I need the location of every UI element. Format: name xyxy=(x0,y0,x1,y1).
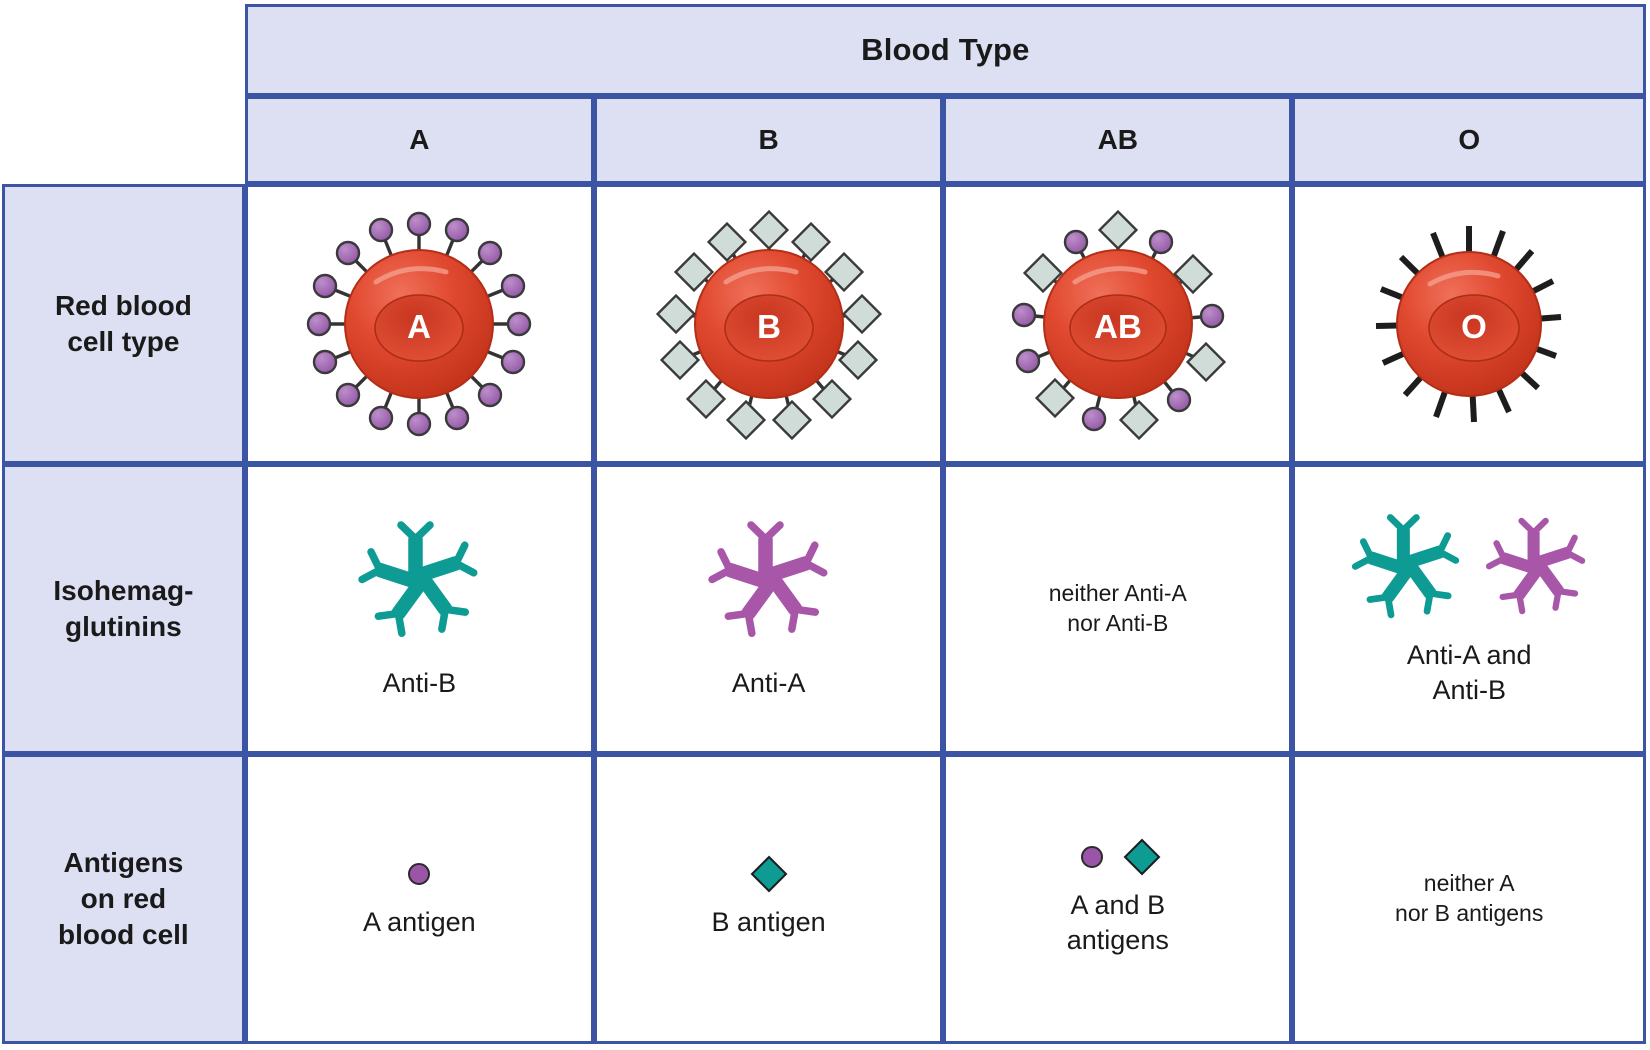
antigen-a-circle-icon xyxy=(408,863,431,886)
cell-antigens-o: neither A nor B antigens xyxy=(1292,754,1646,1044)
antibody-cluster-purple-icon xyxy=(707,521,828,637)
antigen-caption-line: antigens xyxy=(1066,925,1169,955)
antigen-caption: A and B antigens xyxy=(1067,888,1169,958)
cell-antigens-ab: A and B antigens xyxy=(943,754,1293,1044)
rbc-letter-label: O xyxy=(1461,308,1487,345)
column-header-o: O xyxy=(1292,96,1646,184)
antigen-caption-line: neither A xyxy=(1423,870,1515,897)
blood-type-table: Blood Type A B AB O xyxy=(2,4,1646,1044)
row-header-line-2: glutinins xyxy=(65,611,182,642)
antigen-caption: A antigen xyxy=(363,905,476,940)
table-row-isohemagglutinins: Isohemag- glutinins xyxy=(2,464,1646,754)
table-row-antigens: Antigens on red blood cell A antigen xyxy=(2,754,1646,1044)
antigen-a-heads xyxy=(307,211,532,437)
antigen-a-circle-icon xyxy=(1080,845,1103,868)
cell-rbc-type-ab: AB xyxy=(943,184,1293,464)
column-header-label: AB xyxy=(1097,124,1139,155)
antigen-b-heads xyxy=(655,209,882,441)
column-header-a: A xyxy=(244,96,594,184)
cell-rbc-type-o: O xyxy=(1292,184,1646,464)
top-header-cell: Blood Type xyxy=(244,4,1646,96)
antigen-caption-line: nor B antigens xyxy=(1395,900,1544,926)
column-header-b: B xyxy=(593,96,944,184)
cell-antigens-a: A antigen xyxy=(244,754,594,1044)
isohemagglutinin-caption-line: neither Anti-A xyxy=(1048,580,1187,607)
isohemagglutinin-caption: neither Anti-A nor Anti-B xyxy=(1049,579,1187,639)
row-header-line-2: on red xyxy=(80,883,167,915)
cell-isohemagglutinins-b: Anti-A xyxy=(593,464,944,754)
table-row-top-header: Blood Type xyxy=(2,4,1646,96)
cell-rbc-type-a: A xyxy=(244,184,594,464)
column-header-ab: AB xyxy=(943,96,1293,184)
corner-blank-cell-2 xyxy=(2,96,245,184)
antigen-caption-line: B antigen xyxy=(711,907,826,938)
cell-rbc-type-b: B xyxy=(593,184,944,464)
antibody-cluster-purple-icon xyxy=(1486,518,1586,615)
red-blood-cell-b-illustration: B xyxy=(655,209,882,441)
red-blood-cell-body-b xyxy=(693,249,844,399)
table-row-red-blood-cell-type: Red blood cell type xyxy=(2,184,1646,464)
row-header-line-2: cell type xyxy=(67,326,180,357)
antigen-caption-line: A antigen xyxy=(363,907,476,938)
isohemagglutinin-caption: Anti-A and Anti-B xyxy=(1407,638,1532,708)
antigen-a-heads-ab xyxy=(1011,229,1224,432)
row-header-line-1: Red blood xyxy=(54,290,192,322)
antigen-caption-line: A and B xyxy=(1070,889,1166,920)
row-header-antigens: Antigens on red blood cell xyxy=(2,754,245,1044)
row-header-line-1: Isohemag- xyxy=(53,575,194,607)
antibody-cluster-teal-icon xyxy=(1352,513,1460,619)
red-blood-cell-body-a xyxy=(344,249,495,399)
column-header-label: O xyxy=(1458,124,1481,155)
antigen-caption: B antigen xyxy=(712,905,826,940)
red-blood-cell-a-illustration: A xyxy=(307,211,532,437)
isohemagglutinin-caption-line: Anti-B xyxy=(382,667,457,698)
corner-blank-cell xyxy=(2,4,245,96)
red-blood-cell-o-illustration: O xyxy=(1376,226,1562,423)
row-header-isohemagglutinins: Isohemag- glutinins xyxy=(2,464,245,754)
red-blood-cell-body-o xyxy=(1396,251,1543,397)
column-header-label: A xyxy=(409,124,430,155)
column-header-label: B xyxy=(758,124,779,155)
antigen-b-heads-ab xyxy=(1022,209,1226,441)
antigen-b-diamond-icon xyxy=(1123,838,1161,876)
row-header-line-1: Antigens xyxy=(63,847,184,879)
isohemagglutinin-caption-line: Anti-B xyxy=(1432,675,1506,705)
cell-isohemagglutinins-ab: neither Anti-A nor Anti-B xyxy=(943,464,1293,754)
antigen-caption: neither A nor B antigens xyxy=(1395,869,1543,929)
row-header-line-3: blood cell xyxy=(58,918,189,950)
table-row-column-headers: A B AB O xyxy=(2,96,1646,184)
isohemagglutinin-caption-line: nor Anti-B xyxy=(1067,610,1169,636)
antigen-b-diamond-icon xyxy=(750,856,787,893)
isohemagglutinin-caption-line: Anti-A and xyxy=(1406,639,1532,670)
rbc-letter-label: AB xyxy=(1094,308,1142,345)
antibody-cluster-teal-icon xyxy=(358,521,478,637)
rbc-letter-label: A xyxy=(407,308,431,345)
red-blood-cell-body-ab xyxy=(1042,249,1193,399)
isohemagglutinin-caption-line: Anti-A xyxy=(731,667,806,698)
red-blood-cell-ab-illustration: AB xyxy=(1011,209,1226,441)
cell-isohemagglutinins-a: Anti-B xyxy=(244,464,594,754)
cell-antigens-b: B antigen xyxy=(593,754,944,1044)
rbc-letter-label: B xyxy=(757,308,781,345)
row-header-red-blood-cell-type: Red blood cell type xyxy=(2,184,245,464)
page-title: Blood Type xyxy=(861,32,1030,67)
cell-isohemagglutinins-o: Anti-A and Anti-B xyxy=(1292,464,1646,754)
